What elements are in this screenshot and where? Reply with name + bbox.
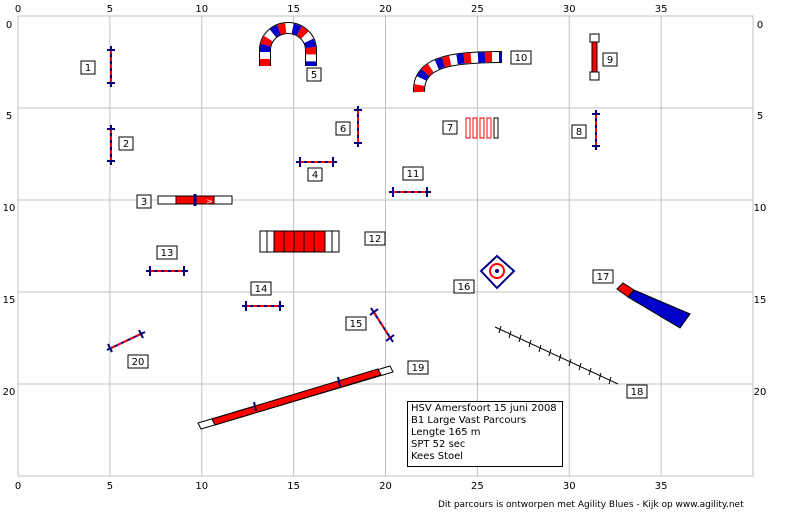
number-label-5: 5	[306, 67, 322, 82]
number-label-12: 12	[364, 231, 386, 246]
obstacle-11-jump	[389, 187, 431, 197]
obstacle-10-tunnel	[413, 51, 503, 93]
svg-text:3: 3	[141, 197, 147, 208]
svg-text:16: 16	[458, 282, 471, 293]
number-label-14: 14	[250, 281, 272, 296]
obstacle-12-table	[259, 230, 340, 253]
x-tick-label-top: 20	[379, 4, 392, 15]
info-judge: Kees Stoel	[411, 451, 464, 462]
svg-text:4: 4	[312, 170, 318, 181]
obstacle-15-jump	[369, 307, 395, 343]
obstacle-4-jump	[296, 157, 337, 167]
y-tick-label-right: 5	[757, 111, 763, 122]
x-tick-label-bottom: 35	[655, 481, 668, 492]
obstacle-9-long-jump	[589, 33, 600, 81]
number-label-6: 6	[335, 121, 351, 136]
x-tick-label-top: 0	[15, 4, 21, 15]
y-tick-label-left: 20	[3, 387, 16, 398]
number-label-15: 15	[345, 316, 367, 331]
x-tick-label-bottom: 15	[287, 481, 300, 492]
svg-text:6: 6	[340, 124, 346, 135]
number-label-8: 8	[571, 124, 587, 139]
obstacle-14-jump	[242, 301, 284, 311]
svg-text:11: 11	[407, 169, 420, 180]
svg-text:7: 7	[447, 123, 453, 134]
obstacle-17-chute	[616, 282, 691, 329]
obstacle-13-jump	[146, 266, 188, 276]
svg-text:14: 14	[255, 284, 268, 295]
number-label-18: 18	[626, 384, 648, 399]
number-label-2: 2	[118, 136, 134, 151]
svg-text:20: 20	[132, 357, 145, 368]
obstacle-19-dogwalk	[197, 365, 394, 430]
obstacle-6-jump	[354, 106, 362, 147]
y-tick-label-right: 10	[754, 203, 767, 214]
y-tick-label-right: 15	[754, 295, 767, 306]
obstacle-18-weave	[494, 325, 619, 385]
svg-text:17: 17	[597, 272, 610, 283]
number-label-11: 11	[402, 166, 424, 181]
x-tick-label-top: 10	[195, 4, 208, 15]
y-tick-label-left: 15	[3, 295, 16, 306]
obstacle-labels: 1 2 3 4 5 6 7 8 9 10 11 12 13 14 15 16 1…	[80, 50, 648, 399]
x-tick-label-bottom: 0	[15, 481, 21, 492]
y-tick-label-right: 20	[754, 387, 767, 398]
number-label-17: 17	[592, 269, 614, 284]
x-tick-label-bottom: 10	[195, 481, 208, 492]
info-spt: SPT 52 sec	[411, 439, 466, 450]
info-length: Lengte 165 m	[411, 427, 481, 438]
obstacle-1-jump	[107, 46, 115, 87]
x-tick-label-bottom: 25	[471, 481, 484, 492]
number-label-9: 9	[602, 52, 618, 67]
x-tick-label-top: 25	[471, 4, 484, 15]
number-label-3: 3	[136, 194, 152, 209]
svg-text:8: 8	[576, 127, 582, 138]
number-label-7: 7	[442, 120, 458, 135]
x-tick-label-top: 30	[563, 4, 576, 15]
svg-text:>: >	[206, 197, 213, 206]
number-label-19: 19	[407, 360, 429, 375]
y-tick-label-left: 0	[6, 20, 12, 31]
svg-text:5: 5	[311, 70, 317, 81]
y-tick-label-right: 0	[757, 20, 763, 31]
svg-text:15: 15	[350, 319, 363, 330]
number-label-4: 4	[307, 167, 323, 182]
number-label-16: 16	[453, 279, 475, 294]
number-label-20: 20	[127, 354, 149, 369]
y-tick-label-left: 10	[3, 203, 16, 214]
x-tick-label-top: 35	[655, 4, 668, 15]
obstacle-2-jump	[107, 125, 115, 165]
number-label-13: 13	[156, 245, 178, 260]
x-tick-label-bottom: 30	[563, 481, 576, 492]
svg-text:9: 9	[607, 55, 613, 66]
x-tick-label-bottom: 20	[379, 481, 392, 492]
x-tick-label-top: 15	[287, 4, 300, 15]
course-info-box: HSV Amersfoort 15 juni 2008 B1 Large Vas…	[407, 401, 563, 467]
svg-text:12: 12	[369, 234, 382, 245]
y-tick-label-left: 5	[6, 111, 12, 122]
number-label-10: 10	[510, 50, 532, 65]
svg-text:19: 19	[412, 363, 425, 374]
info-event: HSV Amersfoort 15 juni 2008	[411, 403, 557, 414]
svg-text:1: 1	[85, 63, 91, 74]
svg-text:10: 10	[515, 53, 528, 64]
footer-credit: Dit parcours is ontworpen met Agility Bl…	[438, 500, 744, 510]
obstacle-3-tire: >	[157, 194, 233, 206]
info-class: B1 Large Vast Parcours	[411, 415, 527, 426]
obstacle-5-tunnel	[259, 22, 317, 66]
obstacle-8-jump	[592, 110, 600, 150]
obstacle-16-table	[479, 254, 516, 290]
svg-text:13: 13	[161, 248, 174, 259]
obstacle-7-weave	[465, 117, 499, 139]
x-tick-label-bottom: 5	[107, 481, 113, 492]
x-tick-label-top: 5	[107, 4, 113, 15]
svg-text:18: 18	[631, 387, 644, 398]
number-label-1: 1	[80, 60, 96, 75]
svg-text:2: 2	[123, 139, 129, 150]
obstacle-20-jump	[106, 329, 146, 353]
